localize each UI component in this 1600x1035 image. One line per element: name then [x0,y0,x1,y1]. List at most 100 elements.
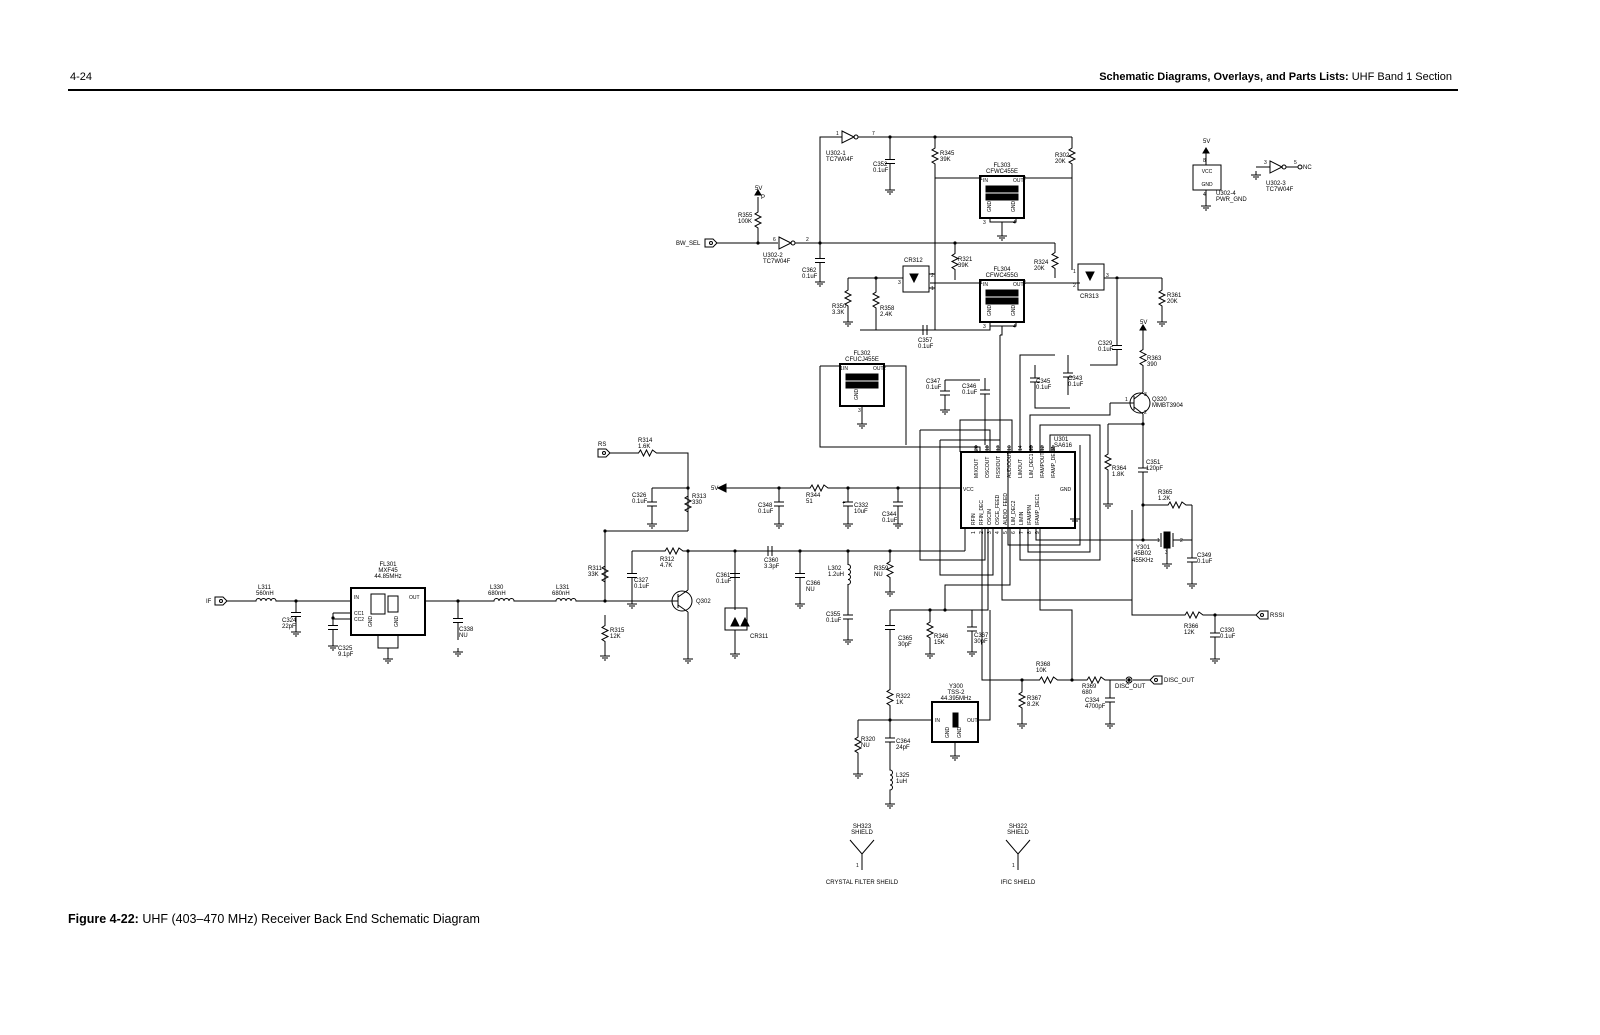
wire [929,283,936,289]
shield-sh322 [1005,839,1031,870]
ic-pin-name: AUDIO_FEED [1003,493,1009,525]
wire [920,429,991,452]
ic-pin-name: RSSIOUT [996,456,1002,478]
pin-number: 2 [1023,280,1026,286]
part-ref: C324 [282,618,297,624]
part-ref: C348 [758,503,773,509]
wire [663,452,689,531]
filter-part: CFUCJ455E [845,357,879,363]
part-value: NU [459,633,468,639]
part-ref: R358 [880,306,895,312]
part-value: 1uH [896,779,907,785]
capacitor-c344 [893,488,903,520]
capacitor-c338 [453,601,463,640]
junction-dot [1141,538,1145,542]
pin-number: 1 [980,280,983,286]
diode-pack-cr311 [724,607,748,631]
wire [944,528,1011,610]
capacitor-c364 [885,720,895,760]
part-value: 4700pF [1085,704,1106,710]
inductor-l331 [550,598,582,602]
capacitor-c324 [291,601,301,628]
filter-ref: FL304 [993,267,1011,273]
resistor-r302 [1067,137,1077,175]
pin-number: 1 [840,366,843,372]
part-value: 4.7K [660,563,672,569]
shield-part: SHIELD [851,830,873,836]
ground-symbol [940,406,950,415]
part-value: 10K [1036,668,1047,674]
ic-pin-number: 20 [974,445,980,451]
pin-label: OUT [1013,178,1024,184]
part-value: 8.2K [1027,702,1039,708]
wire [989,218,1017,223]
inductor-l330 [488,598,520,602]
diode-ref: CR312 [904,258,923,264]
capacitor-c326 [647,488,657,520]
part-value: 1.8K [1112,472,1124,478]
wire [819,136,842,243]
ic-pin-name: GND [1060,487,1072,493]
crystal-y300 [931,701,979,743]
part-ref: R321 [958,257,973,263]
ic-pin-number: 14 [1018,445,1024,451]
inductor-l302 [847,551,851,598]
part-ref: C345 [1036,379,1051,385]
ic-part: TC7W04F [826,157,854,163]
ground-symbol [893,520,903,529]
transistor-part: MMBT3904 [1152,403,1184,409]
ic-part: PWR_GND [1216,197,1247,203]
ic-pin-name: LIM_DEC2 [1011,500,1017,525]
filter-part: CFWC455G [986,273,1019,279]
part-value: 30pF [974,639,988,645]
part-value: 0.1uF [1036,385,1052,391]
part-ref: R345 [940,151,955,157]
header-rule [68,89,1458,91]
wire [940,322,991,331]
part-ref: C347 [926,379,941,385]
transistor-q302 [671,590,693,612]
ground-symbol [997,232,1007,241]
part-value: 12K [610,634,621,640]
ground-symbol [885,800,895,809]
pin-number: 4 [1013,324,1016,330]
ceramic-filter-fl304 [979,279,1025,323]
part-value: 0.1uF [632,499,648,505]
wire [677,589,689,598]
capacitor-c357 [910,325,940,335]
part-ref: C352 [873,162,888,168]
capacitor-c352 [885,137,895,186]
pin-label: OUT [967,718,978,724]
part-ref: C329 [1098,341,1113,347]
part-ref: C334 [1085,698,1100,704]
pin-number: 3 [983,324,986,330]
ic-pin-number: 1 [971,531,977,534]
capacitor-c349 [1187,540,1197,580]
wire [1019,424,1101,561]
filter-value: 44.85MHz [374,574,401,580]
ground-symbol [1187,580,1197,589]
pin-label: OUT [873,366,884,372]
wire [860,175,936,331]
wire [1029,403,1111,452]
wire [819,366,981,452]
pin-number: 1 [836,131,839,137]
ic-pin-name: IFAMP_DEC2 [1051,447,1057,478]
part-ref: R350 [832,304,847,310]
part-ref: C344 [882,512,897,518]
part-ref: C367 [974,633,989,639]
part-ref: C332 [854,503,869,509]
crystal-y301 [1163,531,1171,549]
part-value: 22pF [282,624,296,630]
part-value: 0.1uF [962,390,978,396]
ic-pin-number: 6 [1011,531,1017,534]
inverter-u302-1 [841,130,856,144]
ground-symbol [1210,655,1220,664]
part-ref: R315 [610,628,625,634]
part-value: 3.3pF [764,564,780,570]
ground-symbol [843,636,853,645]
ic-pin-number: 16 [1007,445,1013,451]
part-ref: C355 [826,612,841,618]
ic-pin-number: 13 [1029,445,1035,451]
pin-number: 3 [1264,160,1267,166]
